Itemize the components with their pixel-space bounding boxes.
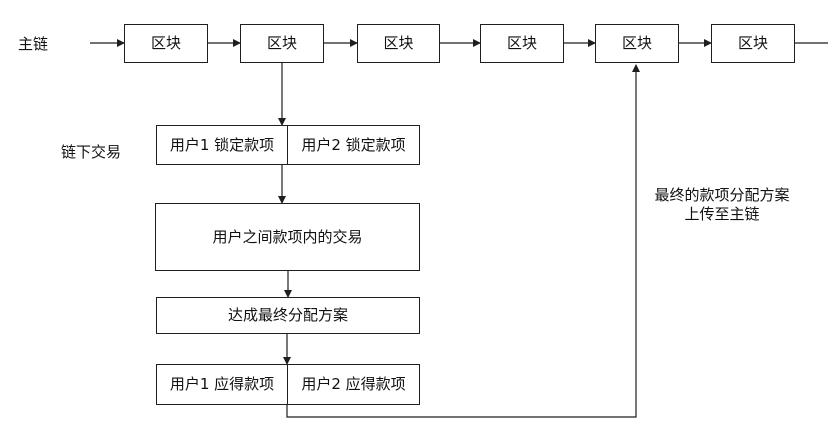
block-3: 区块 [357, 24, 440, 63]
user1-entitled-funds: 用户1 应得款项 [157, 365, 288, 404]
user1-locked-funds: 用户1 锁定款项 [157, 126, 288, 164]
internal-transaction-box: 用户之间款项内的交易 [155, 203, 420, 271]
block-6: 区块 [711, 24, 795, 63]
final-distribution-box: 达成最终分配方案 [156, 297, 420, 334]
block-5: 区块 [595, 24, 679, 63]
block-2: 区块 [240, 24, 324, 63]
upload-note: 最终的款项分配方案 上传至主链 [646, 186, 798, 224]
offchain-transaction-label: 链下交易 [61, 143, 122, 161]
upload-note-line-2: 上传至主链 [684, 204, 760, 223]
upload-note-line-1: 最终的款项分配方案 [654, 186, 790, 204]
block-1: 区块 [124, 24, 208, 63]
main-chain-label: 主链 [18, 35, 49, 53]
block-4: 区块 [480, 24, 564, 63]
user2-locked-funds: 用户2 锁定款项 [301, 135, 406, 154]
user2-entitled-funds: 用户2 应得款项 [301, 375, 406, 393]
entitled-funds-box: 用户1 应得款项 用户2 应得款项 [156, 364, 420, 405]
locked-funds-box: 用户1 锁定款项 用户2 锁定款项 [156, 125, 420, 165]
